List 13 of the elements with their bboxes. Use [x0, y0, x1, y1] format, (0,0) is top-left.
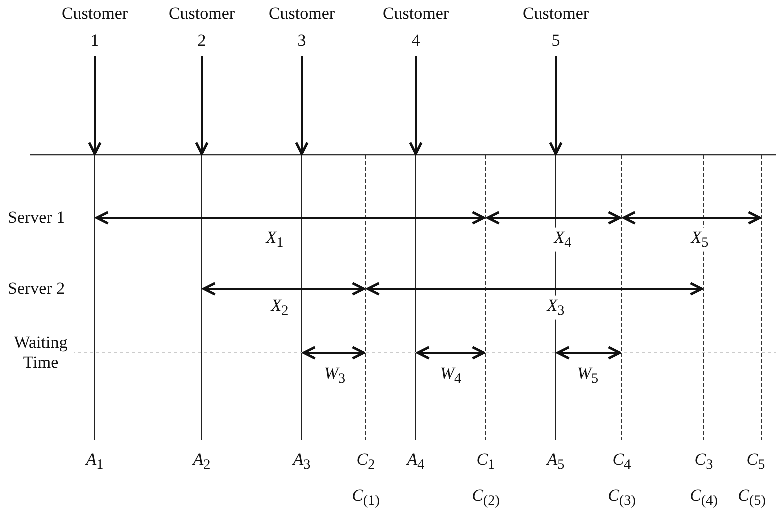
arrow [295, 56, 309, 156]
interval-label: X$_{4}$ [552, 228, 574, 252]
customer-label: Customer 2 [163, 0, 241, 54]
arrow [549, 56, 563, 156]
customer-label: Customer 5 [517, 0, 595, 54]
arrow [409, 56, 423, 156]
customer-label: Customer 3 [263, 0, 341, 54]
arrow [195, 56, 209, 156]
customer-label: Customer 4 [377, 0, 455, 54]
interval-label: X$_{3}$ [545, 296, 567, 320]
arrow [88, 56, 102, 156]
interval-label: X$_{5}$ [689, 228, 711, 252]
customer-label: Customer 1 [56, 0, 134, 54]
